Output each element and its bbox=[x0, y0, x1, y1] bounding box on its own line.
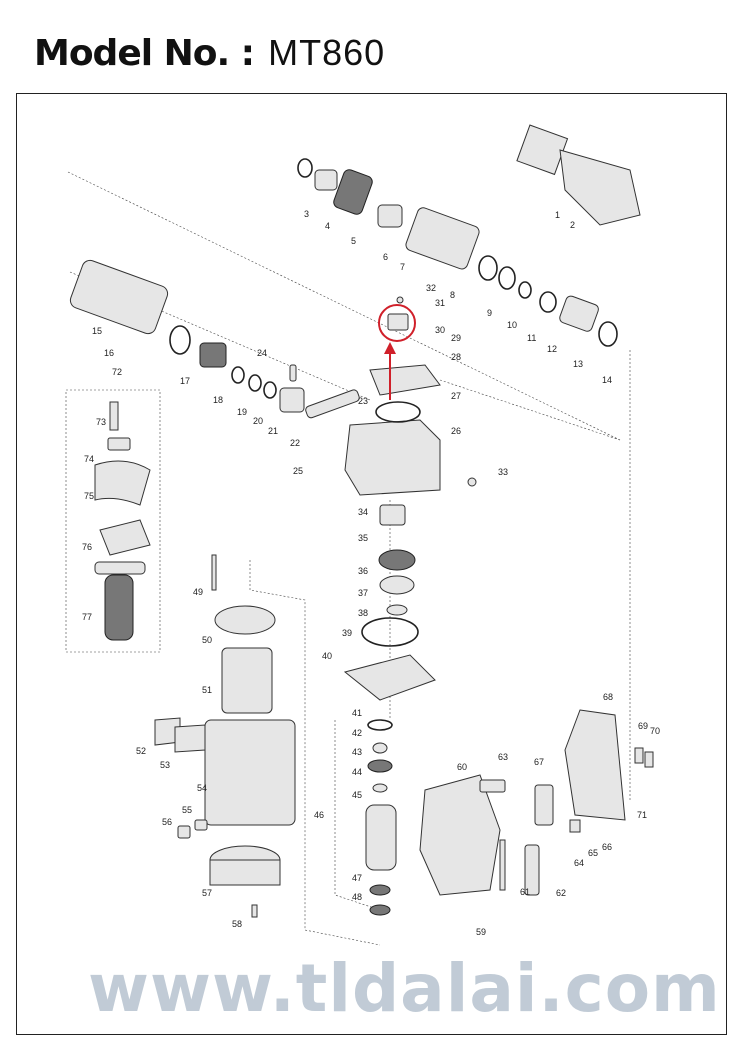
part-label-42: 42 bbox=[352, 728, 362, 738]
part-label-21: 21 bbox=[268, 426, 278, 436]
part-label-58: 58 bbox=[232, 919, 242, 929]
diagram-frame bbox=[16, 93, 727, 1035]
part-label-30: 30 bbox=[435, 325, 445, 335]
model-number: MT860 bbox=[268, 32, 386, 73]
part-label-77: 77 bbox=[82, 612, 92, 622]
part-label-40: 40 bbox=[322, 651, 332, 661]
part-label-57: 57 bbox=[202, 888, 212, 898]
part-label-62: 62 bbox=[556, 888, 566, 898]
part-label-32: 32 bbox=[426, 283, 436, 293]
part-label-15: 15 bbox=[92, 326, 102, 336]
part-label-12: 12 bbox=[547, 344, 557, 354]
part-label-1: 1 bbox=[555, 210, 560, 220]
part-label-64: 64 bbox=[574, 858, 584, 868]
part-label-33: 33 bbox=[498, 467, 508, 477]
part-label-52: 52 bbox=[136, 746, 146, 756]
part-label-41: 41 bbox=[352, 708, 362, 718]
part-label-65: 65 bbox=[588, 848, 598, 858]
part-label-35: 35 bbox=[358, 533, 368, 543]
part-label-11: 11 bbox=[527, 333, 536, 343]
part-label-22: 22 bbox=[290, 438, 300, 448]
part-label-54: 54 bbox=[197, 783, 207, 793]
part-label-45: 45 bbox=[352, 790, 362, 800]
part-label-19: 19 bbox=[237, 407, 247, 417]
part-label-4: 4 bbox=[325, 221, 330, 231]
part-labels: 1234567891011121314151617181920212223242… bbox=[82, 209, 660, 937]
part-label-27: 27 bbox=[451, 391, 461, 401]
part-label-8: 8 bbox=[450, 290, 455, 300]
page-title: Model No. : MT860 bbox=[34, 32, 385, 74]
part-label-28: 28 bbox=[451, 352, 461, 362]
part-label-20: 20 bbox=[253, 416, 263, 426]
part-label-74: 74 bbox=[84, 454, 94, 464]
model-label: Model No. : bbox=[34, 33, 255, 74]
part-label-14: 14 bbox=[602, 375, 612, 385]
part-label-43: 43 bbox=[352, 747, 362, 757]
part-label-51: 51 bbox=[202, 685, 212, 695]
part-label-31: 31 bbox=[435, 298, 445, 308]
part-label-70: 70 bbox=[650, 726, 660, 736]
part-label-59: 59 bbox=[476, 927, 486, 937]
part-label-44: 44 bbox=[352, 767, 362, 777]
part-label-24: 24 bbox=[257, 348, 267, 358]
part-label-29: 29 bbox=[451, 333, 461, 343]
part-label-37: 37 bbox=[358, 588, 368, 598]
part-label-76: 76 bbox=[82, 542, 92, 552]
part-label-56: 56 bbox=[162, 817, 172, 827]
part-label-5: 5 bbox=[351, 236, 356, 246]
part-label-48: 48 bbox=[352, 892, 362, 902]
part-label-9: 9 bbox=[487, 308, 492, 318]
part-label-71: 71 bbox=[637, 810, 647, 820]
part-label-73: 73 bbox=[96, 417, 106, 427]
part-label-25: 25 bbox=[293, 466, 303, 476]
part-label-16: 16 bbox=[104, 348, 114, 358]
part-label-72: 72 bbox=[112, 367, 122, 377]
part-label-61: 61 bbox=[520, 887, 530, 897]
part-label-39: 39 bbox=[342, 628, 352, 638]
part-label-23: 23 bbox=[358, 396, 368, 406]
part-label-6: 6 bbox=[383, 252, 388, 262]
part-label-60: 60 bbox=[457, 762, 467, 772]
part-label-63: 63 bbox=[498, 752, 508, 762]
part-label-50: 50 bbox=[202, 635, 212, 645]
part-label-66: 66 bbox=[602, 842, 612, 852]
part-label-10: 10 bbox=[507, 320, 517, 330]
part-label-67: 67 bbox=[534, 757, 544, 767]
part-label-36: 36 bbox=[358, 566, 368, 576]
side-handle-parts bbox=[94, 401, 151, 641]
part-label-7: 7 bbox=[400, 262, 405, 272]
part-label-69: 69 bbox=[638, 721, 648, 731]
part-label-47: 47 bbox=[352, 873, 362, 883]
part-label-68: 68 bbox=[603, 692, 613, 702]
part-label-2: 2 bbox=[570, 220, 575, 230]
part-label-49: 49 bbox=[193, 587, 203, 597]
parts-bottom bbox=[154, 504, 654, 918]
part-label-17: 17 bbox=[180, 376, 190, 386]
part-label-13: 13 bbox=[573, 359, 583, 369]
part-label-18: 18 bbox=[213, 395, 223, 405]
part-label-75: 75 bbox=[84, 491, 94, 501]
highlight-marker bbox=[378, 304, 416, 400]
part-label-38: 38 bbox=[358, 608, 368, 618]
part-label-3: 3 bbox=[304, 209, 309, 219]
part-label-53: 53 bbox=[160, 760, 170, 770]
part-label-34: 34 bbox=[358, 507, 368, 517]
parts-top bbox=[69, 124, 641, 496]
watermark: www.tldalai.com bbox=[88, 950, 721, 1027]
part-label-46: 46 bbox=[314, 810, 324, 820]
part-label-55: 55 bbox=[182, 805, 192, 815]
part-label-26: 26 bbox=[451, 426, 461, 436]
